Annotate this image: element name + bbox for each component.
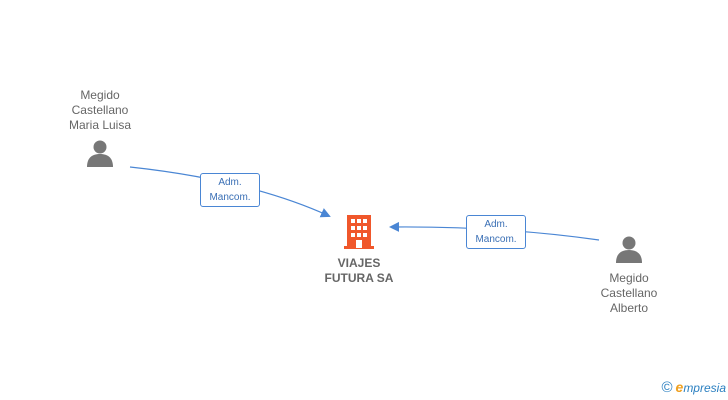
- person-icon: [55, 138, 145, 173]
- empresia-logo: ©empresia: [661, 379, 726, 396]
- edge-label-maria-luisa[interactable]: Adm. Mancom.: [200, 173, 260, 207]
- brand-initial: e: [675, 379, 684, 395]
- person-node-maria-luisa[interactable]: Megido Castellano Maria Luisa: [55, 88, 145, 173]
- building-icon: [314, 214, 404, 255]
- edge-label-alberto[interactable]: Adm. Mancom.: [466, 215, 526, 249]
- person-name: Megido Castellano Maria Luisa: [68, 88, 132, 132]
- company-name: VIAJES FUTURA SA: [324, 256, 394, 285]
- person-icon: [584, 234, 674, 269]
- copyright-icon: ©: [661, 379, 673, 396]
- brand-name: mpresia: [683, 381, 726, 395]
- person-node-alberto[interactable]: Megido Castellano Alberto: [584, 234, 674, 316]
- person-name: Megido Castellano Alberto: [600, 271, 658, 315]
- company-node[interactable]: VIAJES FUTURA SA: [314, 214, 404, 286]
